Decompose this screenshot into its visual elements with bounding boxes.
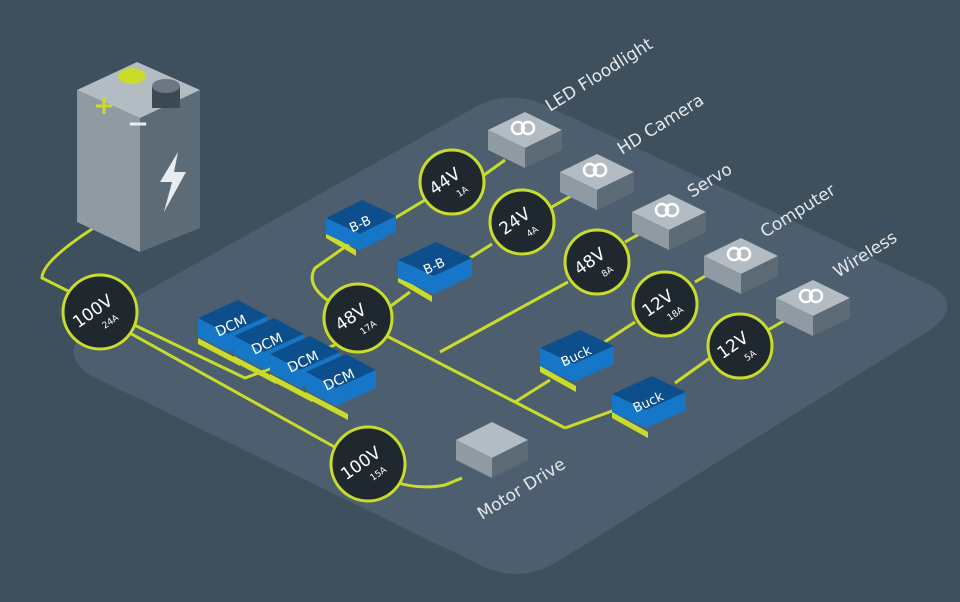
label-hd-camera: HD Camera — [614, 90, 708, 159]
device-camera — [560, 154, 634, 210]
battery-plus-label: + — [93, 91, 115, 121]
dcm-module: DCM — [306, 354, 376, 420]
dcm-module: DCM — [198, 300, 268, 366]
buck-converter-1: Buck — [540, 330, 614, 392]
battery: + − — [77, 62, 200, 252]
camera-icon — [582, 162, 608, 178]
wire-bus-bb2 — [387, 290, 411, 310]
device-servo — [632, 194, 706, 250]
buck-converter-2: Buck — [612, 376, 686, 438]
node-servo: 48V 8A — [563, 228, 631, 296]
node-bus48: 48V 17A — [322, 282, 394, 354]
platform — [73, 97, 948, 574]
device-computer — [704, 238, 778, 294]
wire-buck1 — [514, 320, 636, 404]
node-led: 44V 1A — [418, 148, 486, 216]
node-computer: 12V 18A — [631, 270, 699, 338]
wire-battery-main — [40, 220, 104, 300]
device-led — [488, 112, 562, 168]
wire-bus-bb1 — [310, 238, 356, 304]
servo-icon — [654, 202, 680, 218]
dcm-group: DCM DCM DCM DCM — [198, 300, 376, 420]
device-wireless — [776, 280, 850, 336]
battery-left-face — [77, 90, 140, 252]
bb-converter-1: B-B — [326, 200, 396, 256]
device-motor-drive — [456, 422, 528, 478]
wire-buck2 — [564, 356, 711, 430]
node-wireless: 12V 5A — [706, 312, 774, 380]
converters: B-B B-B Buck Buck — [326, 200, 686, 438]
battery-minus-label: − — [127, 109, 149, 139]
computer-icon — [726, 246, 752, 262]
voltage-nodes: 100V 24A 100V 15A 48V 17A 44V 1A 24V 4A … — [61, 148, 774, 503]
battery-positive-terminal — [118, 68, 146, 84]
wire-main-motor — [127, 330, 341, 452]
wireless-icon — [798, 288, 824, 304]
lightning-bolt-icon — [160, 152, 186, 212]
node-camera: 24V 4A — [488, 188, 556, 256]
battery-negative-terminal-top — [152, 79, 180, 93]
node-main: 100V 24A — [61, 273, 139, 351]
label-led-floodlight: LED Floodlight — [542, 34, 657, 116]
lamp-icon — [510, 120, 536, 136]
bb-converter-2: B-B — [398, 242, 472, 302]
load-devices — [456, 112, 850, 478]
node-motor-feed: 100V 15A — [329, 425, 407, 503]
